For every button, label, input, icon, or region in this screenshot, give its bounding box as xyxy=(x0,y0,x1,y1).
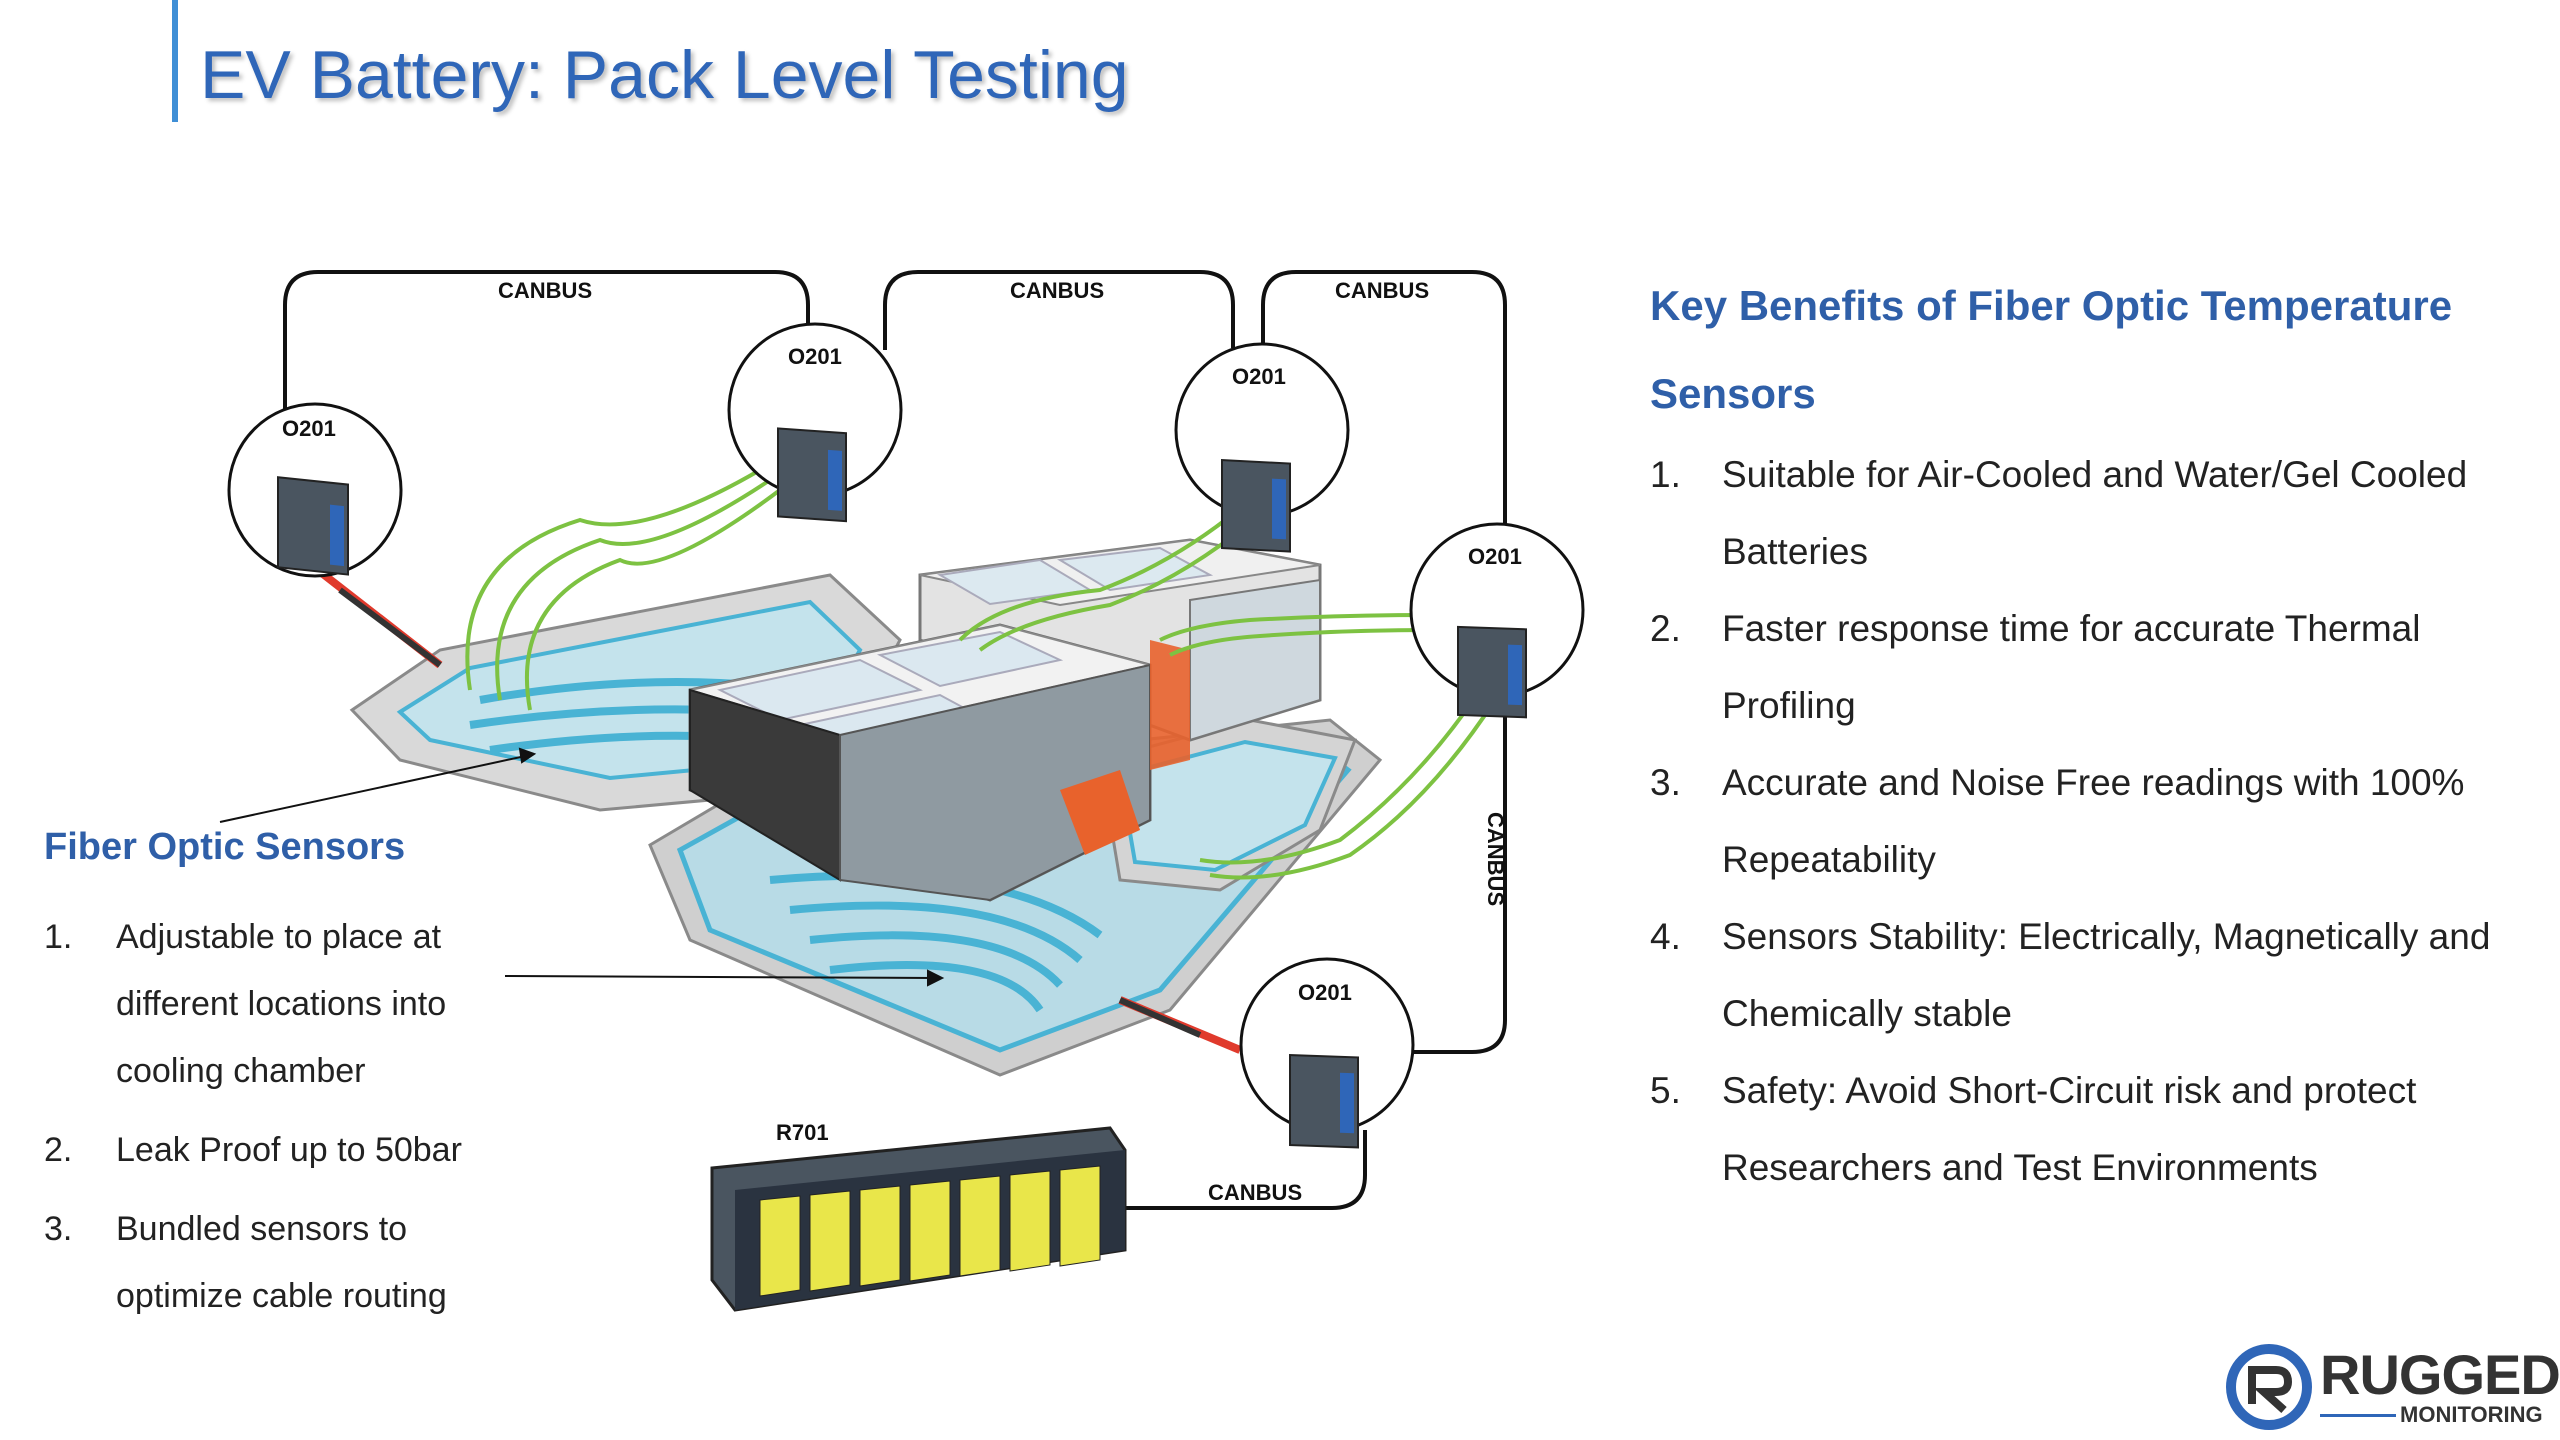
rack-label: R701 xyxy=(776,1120,829,1145)
rugged-monitoring-logo-icon xyxy=(2226,1344,2312,1430)
title-accent-bar xyxy=(172,0,178,122)
canbus-label-3: CANBUS xyxy=(1335,278,1429,303)
logo-subtitle: MONITORING xyxy=(2400,1402,2543,1427)
node-label: O201 xyxy=(788,344,842,369)
list-item: 5.Safety: Avoid Short-Circuit risk and p… xyxy=(1650,1070,2417,1188)
node-label: O201 xyxy=(1298,980,1352,1005)
list-item: 3.Accurate and Noise Free readings with … xyxy=(1650,762,2465,880)
o201-node-5: O201 xyxy=(1239,957,1415,1149)
o201-node-1: O201 xyxy=(227,402,403,578)
canbus-label-1: CANBUS xyxy=(498,278,592,303)
list-item: 1.Adjustable to place at different locat… xyxy=(44,918,447,1090)
node-label: O201 xyxy=(1232,364,1286,389)
canbus-label-4: CANBUS xyxy=(1483,812,1508,906)
rugged-monitoring-logo: RUGGED MONITORING xyxy=(2224,1340,2560,1436)
r701-rack-unit: R701 xyxy=(710,1120,1127,1312)
o201-node-2: O201 xyxy=(727,322,903,523)
list-item: 4.Sensors Stability: Electrically, Magne… xyxy=(1650,916,2491,1034)
page-title: EV Battery: Pack Level Testing xyxy=(200,37,1129,113)
canbus-label-5: CANBUS xyxy=(1208,1180,1302,1205)
logo-underline xyxy=(2320,1414,2396,1417)
leader-arrows xyxy=(219,747,945,987)
node-label: O201 xyxy=(1468,544,1522,569)
node-label: O201 xyxy=(282,416,336,441)
list-item: 1.Suitable for Air-Cooled and Water/Gel … xyxy=(1650,454,2468,572)
key-benefits-list: 1.Suitable for Air-Cooled and Water/Gel … xyxy=(1650,436,2530,1206)
list-item: 2.Faster response time for accurate Ther… xyxy=(1650,608,2421,726)
o201-node-4: O201 xyxy=(1409,522,1585,719)
canbus-label-2: CANBUS xyxy=(1010,278,1104,303)
key-benefits-title: Key Benefits of Fiber Optic Temperature … xyxy=(1650,282,2453,417)
o201-node-3: O201 xyxy=(1174,342,1350,553)
fiber-optic-sensors-title: Fiber Optic Sensors xyxy=(44,826,406,868)
canbus-wiring xyxy=(283,270,1507,1210)
list-item: 3.Bundled sensors to optimize cable rout… xyxy=(44,1210,447,1315)
sensor-cable-lines xyxy=(302,556,1242,1054)
list-item: 2.Leak Proof up to 50bar xyxy=(44,1131,462,1169)
logo-name: RUGGED xyxy=(2320,1343,2560,1406)
battery-module-front xyxy=(688,623,1190,902)
fiber-optic-sensors-list: 1.Adjustable to place at different locat… xyxy=(44,904,504,1342)
